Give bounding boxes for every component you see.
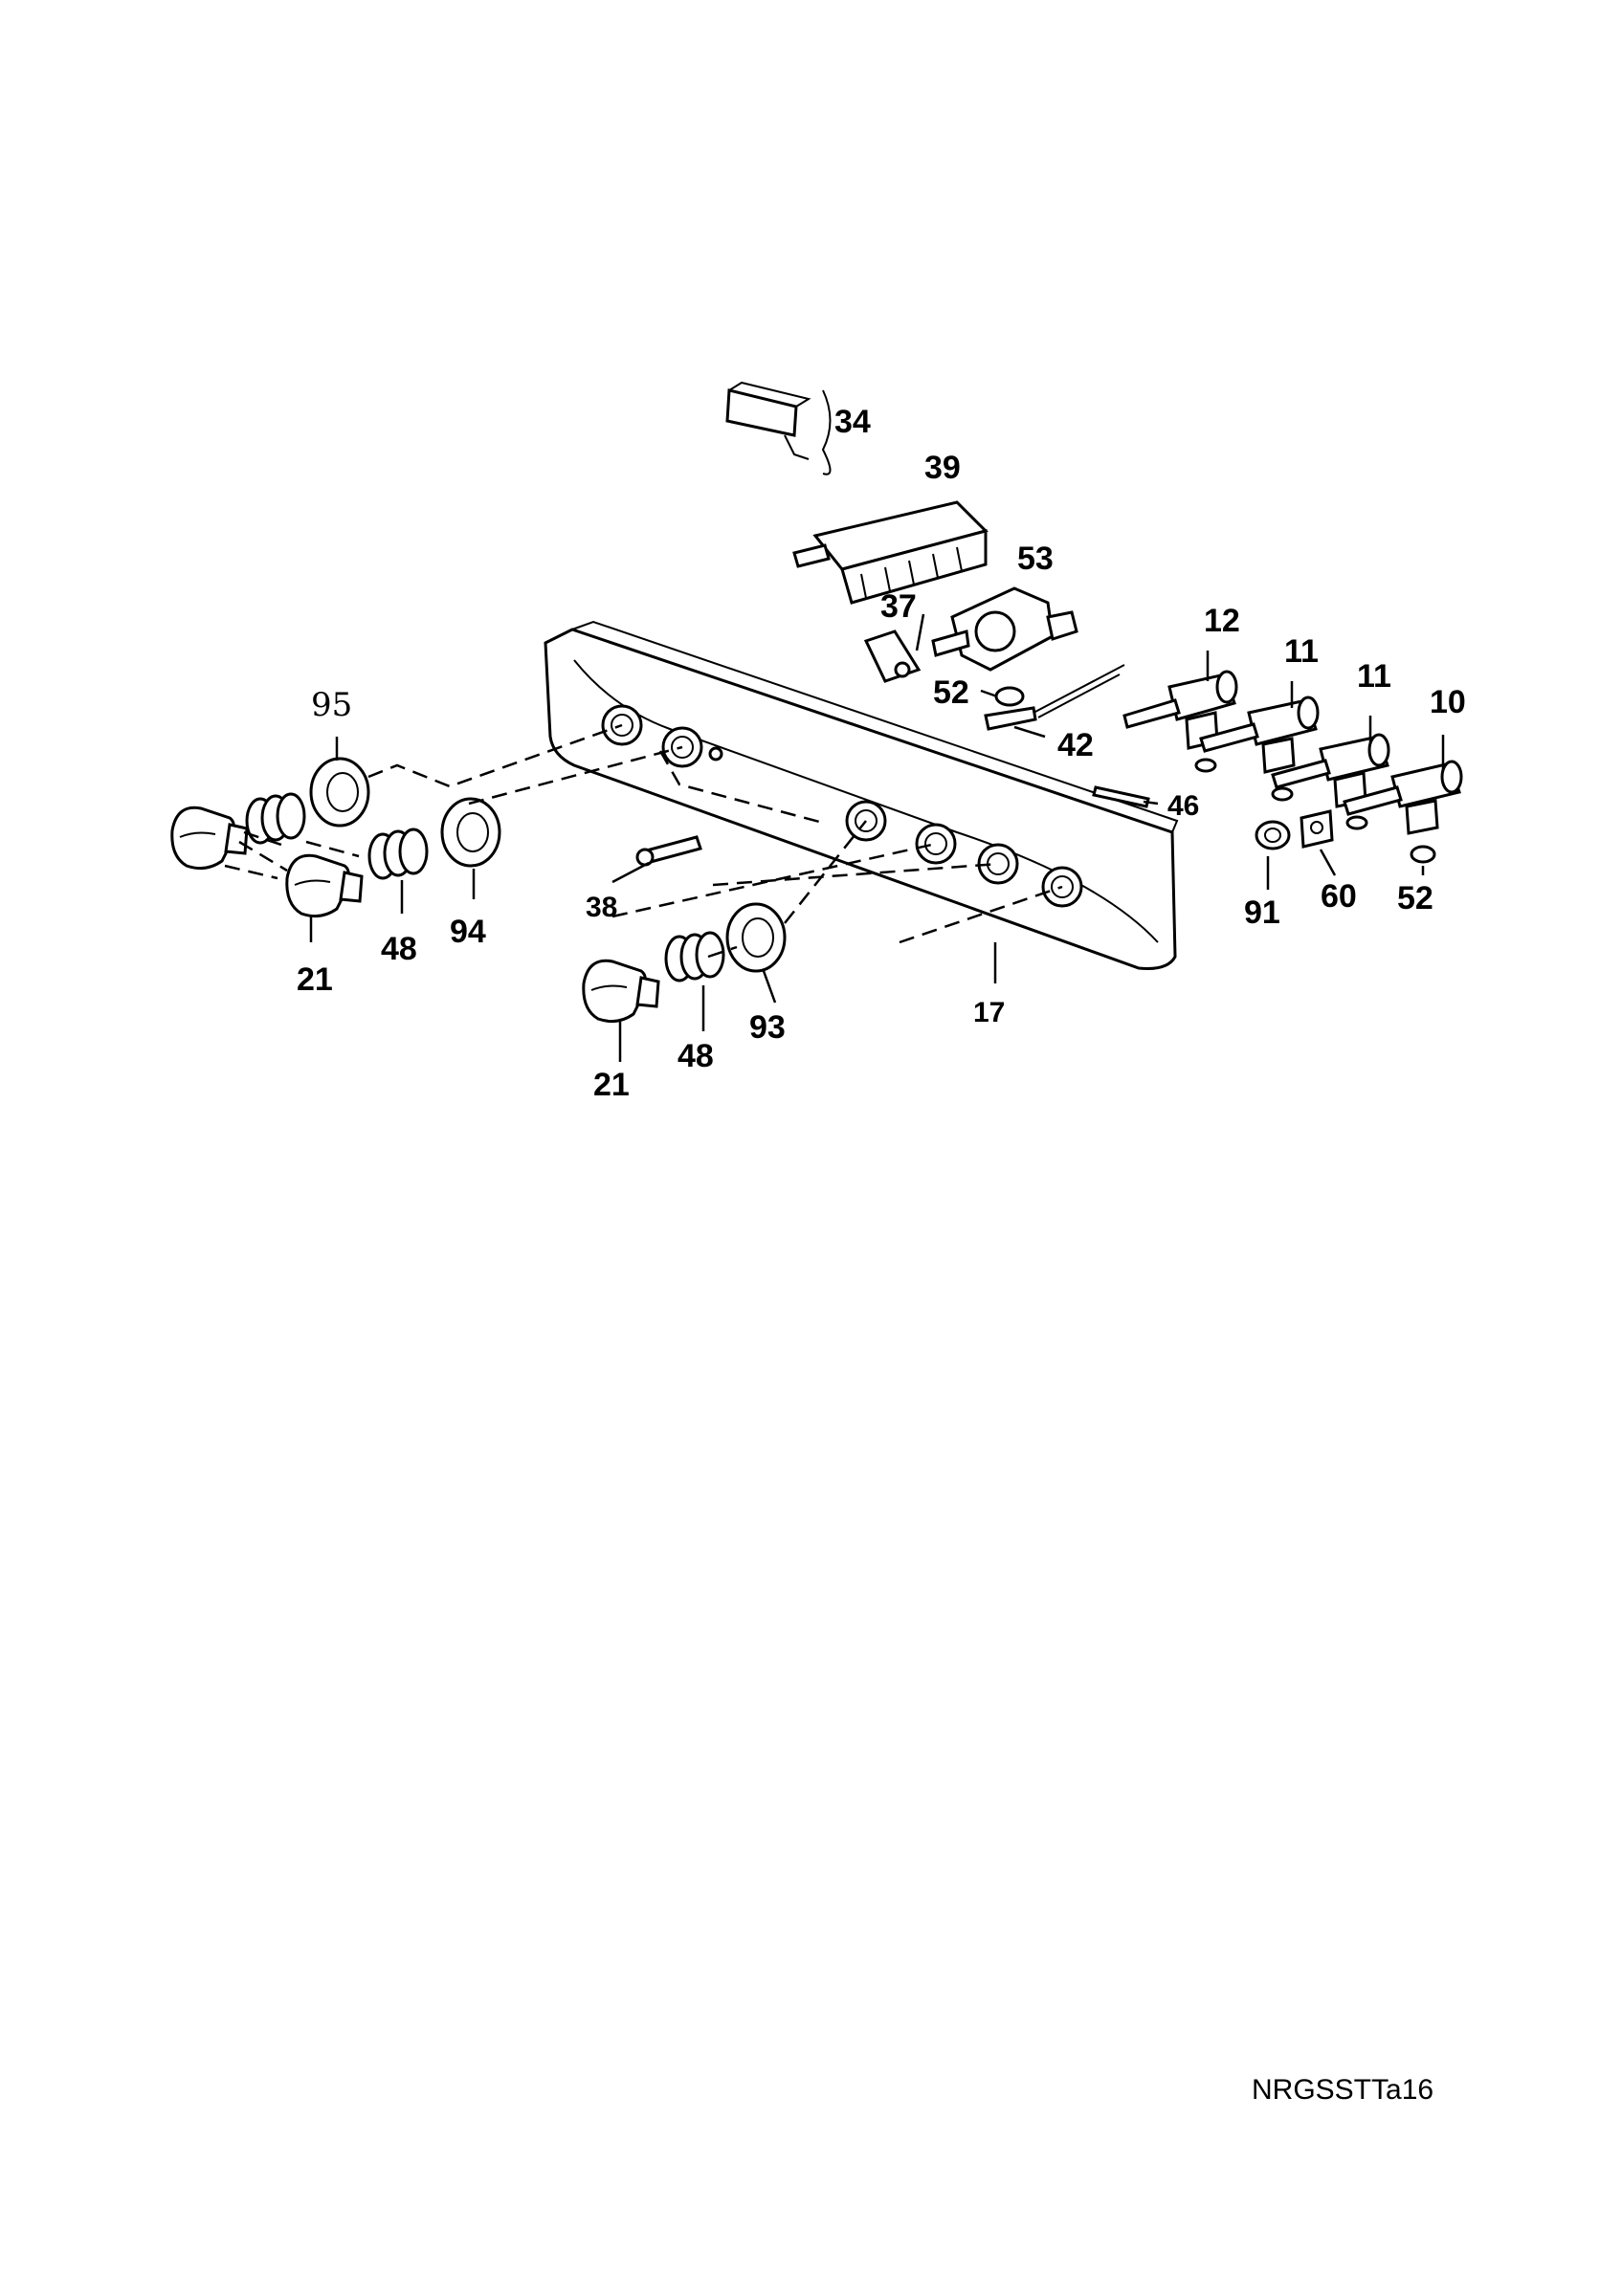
- callout-12: 12: [1204, 603, 1240, 639]
- callout-17: 17: [973, 997, 1005, 1028]
- callout-52b: 52: [1397, 880, 1433, 916]
- bracket-part: [725, 381, 832, 475]
- selector-switch-part: [792, 500, 989, 605]
- callout-53: 53: [1017, 541, 1054, 577]
- callout-34: 34: [834, 404, 871, 440]
- panel-holes: [601, 704, 1083, 908]
- callout-48a: 48: [381, 931, 417, 967]
- bush-part: [863, 629, 922, 683]
- gas-valve-part: [931, 586, 1078, 672]
- callout-48b: 48: [678, 1038, 714, 1074]
- control-panel: [544, 620, 1179, 970]
- probe-part: [984, 664, 1125, 731]
- callout-21b: 21: [593, 1067, 630, 1103]
- callout-37: 37: [880, 588, 917, 625]
- callout-52a: 52: [933, 674, 969, 711]
- callout-11b: 11: [1357, 658, 1391, 695]
- callout-11a: 11: [1284, 633, 1319, 670]
- callout-46: 46: [1167, 790, 1199, 822]
- pin-part: [635, 835, 702, 867]
- drawing-code: NRGSSTTa16: [1252, 2074, 1434, 2106]
- clip-part: [1092, 785, 1150, 808]
- lower-right-parts: [1255, 809, 1436, 864]
- callout-labels: 34 39 53 37 12 11 11 10 52 42 46 95 94 4…: [297, 404, 1466, 1103]
- callout-21a: 21: [297, 961, 333, 998]
- callout-38: 38: [586, 892, 617, 923]
- callout-60: 60: [1321, 878, 1357, 915]
- callout-42: 42: [1057, 727, 1094, 763]
- middle-knob-group: [582, 902, 787, 1024]
- assembly-lines: [224, 723, 1063, 959]
- gas-taps: [1122, 670, 1463, 835]
- left-knob-group: [170, 757, 501, 918]
- callout-91: 91: [1244, 894, 1280, 931]
- callout-93: 93: [749, 1009, 786, 1046]
- callout-94: 94: [450, 914, 486, 950]
- leader-lines: [309, 613, 1445, 1062]
- callout-39: 39: [924, 450, 961, 486]
- small-ring-part: [994, 686, 1025, 707]
- callout-95: 95: [311, 686, 352, 724]
- callout-10: 10: [1430, 684, 1466, 720]
